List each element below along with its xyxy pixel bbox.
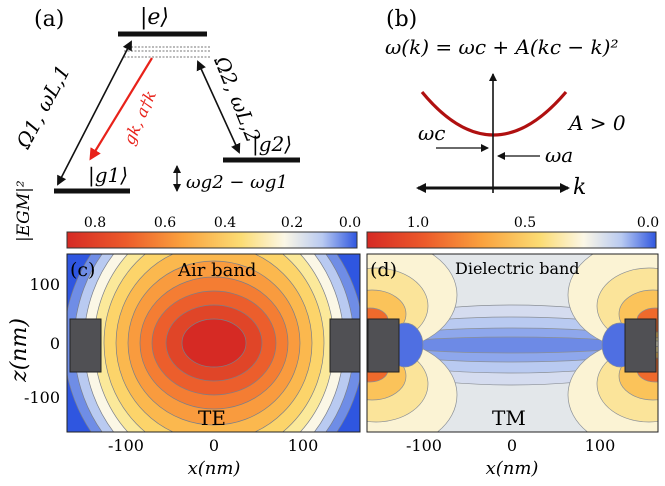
- dispersion-equation: ω(k) = ωc + A(kc − k)²: [385, 35, 618, 59]
- polarization-d: TM: [492, 406, 526, 430]
- y-axis-label: z(nm): [7, 318, 32, 383]
- y-tick-c: -100: [24, 388, 60, 407]
- x-tick-c: -100: [108, 436, 144, 455]
- x-axis-label-c: x(nm): [188, 458, 241, 479]
- colorbar-c-tick: 0.4: [214, 215, 236, 231]
- k-axis-label: k: [573, 175, 586, 200]
- colorbar-label: |EGM|²: [14, 180, 34, 242]
- colorbar-d-tick: 1.0: [407, 215, 429, 231]
- colorbar-d-tick: 0.0: [637, 215, 659, 231]
- dielectric-rod-left-d: [367, 318, 400, 373]
- y-tick-c: 100: [29, 275, 60, 294]
- dielectric-rod-right-d: [624, 318, 657, 373]
- colorbar-c-tick: 0.2: [281, 215, 303, 231]
- splitting-label: ωg2 − ωg1: [186, 172, 288, 193]
- cavity-coupling-arrow: [89, 57, 153, 161]
- dielectric-rod-right: [329, 318, 360, 373]
- plot-frame-d: [366, 253, 659, 433]
- field-map-c: [67, 254, 360, 432]
- colorbar-c-tick: 0.8: [84, 215, 106, 231]
- colorbar-d-gradient: [366, 231, 657, 249]
- band-title-d: Dielectric band: [455, 259, 580, 278]
- colorbar-c: 0.8 0.6 0.4 0.2 0.0: [66, 215, 361, 249]
- atom-frequency-label: ωa: [545, 143, 573, 167]
- dielectric-rod-left: [69, 318, 102, 373]
- y-tick-c: 0: [50, 334, 60, 353]
- colorbar-c-tick: 0.6: [154, 215, 176, 231]
- panel-c: 0.8 0.6 0.4 0.2 0.0 (c) Air band TE: [24, 215, 361, 479]
- drive-2-label: Ω2, ωL,2: [209, 52, 266, 146]
- ground-state-1-label: |g1⟩: [88, 163, 128, 188]
- condition-label: A > 0: [567, 111, 626, 135]
- x-tick-c: 100: [288, 436, 319, 455]
- panel-d: 1.0 0.5 0.0: [366, 215, 659, 479]
- panel-b-label: (b): [386, 7, 417, 32]
- ground-state-2-label: |g2⟩: [252, 132, 292, 157]
- x-tick-d: 0: [507, 436, 517, 455]
- colorbar-c-gradient: [66, 231, 358, 249]
- cavity-coupling-label: gk, a†k: [119, 88, 160, 148]
- drive-2-arrow: [196, 60, 241, 154]
- colorbar-c-tick: 0.0: [339, 215, 361, 231]
- x-tick-d: 100: [585, 436, 616, 455]
- x-axis-label-d: x(nm): [486, 458, 539, 479]
- plot-frame-c: [66, 253, 361, 433]
- polarization-c: TE: [198, 406, 226, 430]
- drive-1-arrow: [57, 40, 132, 186]
- field-map-d: [367, 254, 658, 432]
- x-tick-d: -100: [406, 436, 442, 455]
- panel-a: (a) |e⟩ |g1⟩ |g2⟩ Ω1, ωL,1 gk, a†k Ω2, ω…: [11, 5, 300, 194]
- panel-b: (b) ω(k) = ωc + A(kc − k)² k A > 0 ωc ωa: [385, 7, 626, 200]
- x-tick-c: 0: [209, 436, 219, 455]
- colorbar-d: 1.0 0.5 0.0: [366, 215, 659, 249]
- panel-c-label: (c): [70, 259, 95, 281]
- band-title-c: Air band: [177, 260, 256, 281]
- colorbar-d-tick: 0.5: [514, 215, 536, 231]
- drive-1-label: Ω1, ωL,1: [11, 61, 75, 153]
- panel-d-label: (d): [370, 259, 397, 281]
- panel-a-label: (a): [34, 7, 64, 32]
- excited-state-label: |e⟩: [140, 5, 169, 30]
- band-edge-label: ωc: [418, 121, 446, 145]
